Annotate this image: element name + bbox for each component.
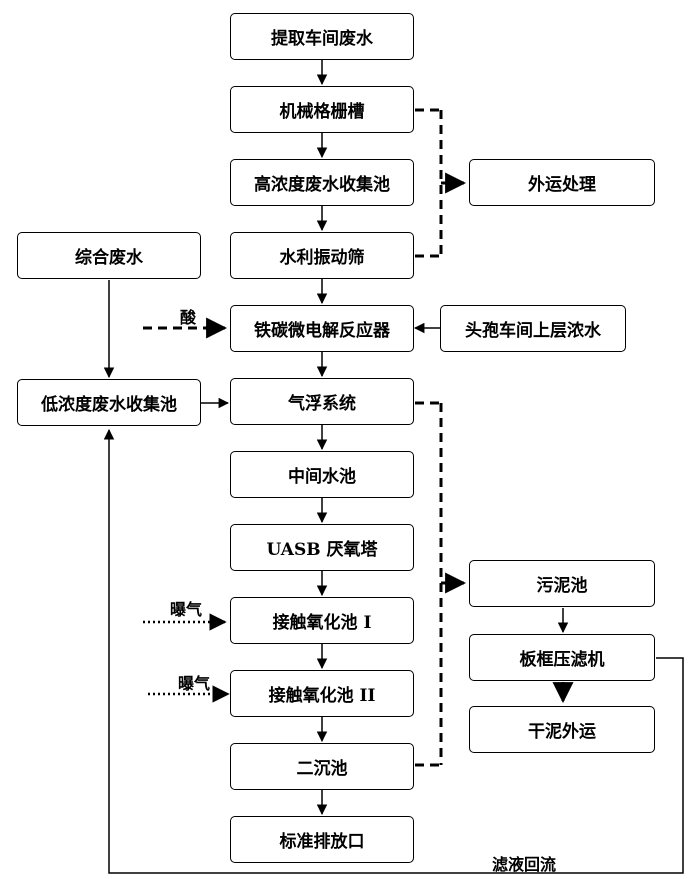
node-grating: 机械格栅槽: [230, 86, 414, 133]
node-dry-sludge: 干泥外运: [469, 706, 655, 753]
node-intermediate-tank: 中间水池: [230, 451, 414, 498]
acid-label: 酸: [180, 308, 197, 327]
screenings-dashed-lines: [415, 108, 467, 258]
node-vibrating-screen: 水利振动筛: [230, 232, 414, 279]
node-external-disposal: 外运处理: [469, 159, 655, 206]
aeration-label-1: 曝气: [170, 600, 203, 619]
node-filter-press: 板框压滤机: [469, 634, 655, 681]
node-high-conc-tank: 高浓度废水收集池: [230, 159, 414, 206]
filtrate-return-label: 滤液回流: [492, 855, 557, 874]
node-fe-c-reactor: 铁碳微电解反应器: [230, 305, 414, 352]
node-sludge-tank: 污泥池: [469, 560, 655, 607]
node-extract: 提取车间废水: [230, 13, 414, 60]
aeration-label-2: 曝气: [178, 674, 211, 693]
node-discharge: 标准排放口: [230, 816, 414, 863]
sludge-dashed-lines: [415, 401, 574, 767]
node-air-flotation: 气浮系统: [230, 378, 414, 425]
node-spore-upper-liquid: 头孢车间上层浓水: [440, 305, 626, 352]
node-secondary-clarifier: 二沉池: [230, 743, 414, 790]
aeration-dotted-lines: [143, 613, 230, 703]
side-feed-arrows: [103, 280, 569, 634]
node-contact-oxidation-1: 接触氧化池 I: [230, 597, 414, 644]
node-combined-wastewater: 综合废水: [17, 232, 201, 279]
node-contact-oxidation-2: 接触氧化池 II: [230, 670, 414, 717]
node-uasb: UASB 厌氧塔: [230, 524, 414, 571]
filtrate-return-line: [103, 428, 684, 874]
node-low-conc-tank: 低浓度废水收集池: [17, 379, 201, 426]
